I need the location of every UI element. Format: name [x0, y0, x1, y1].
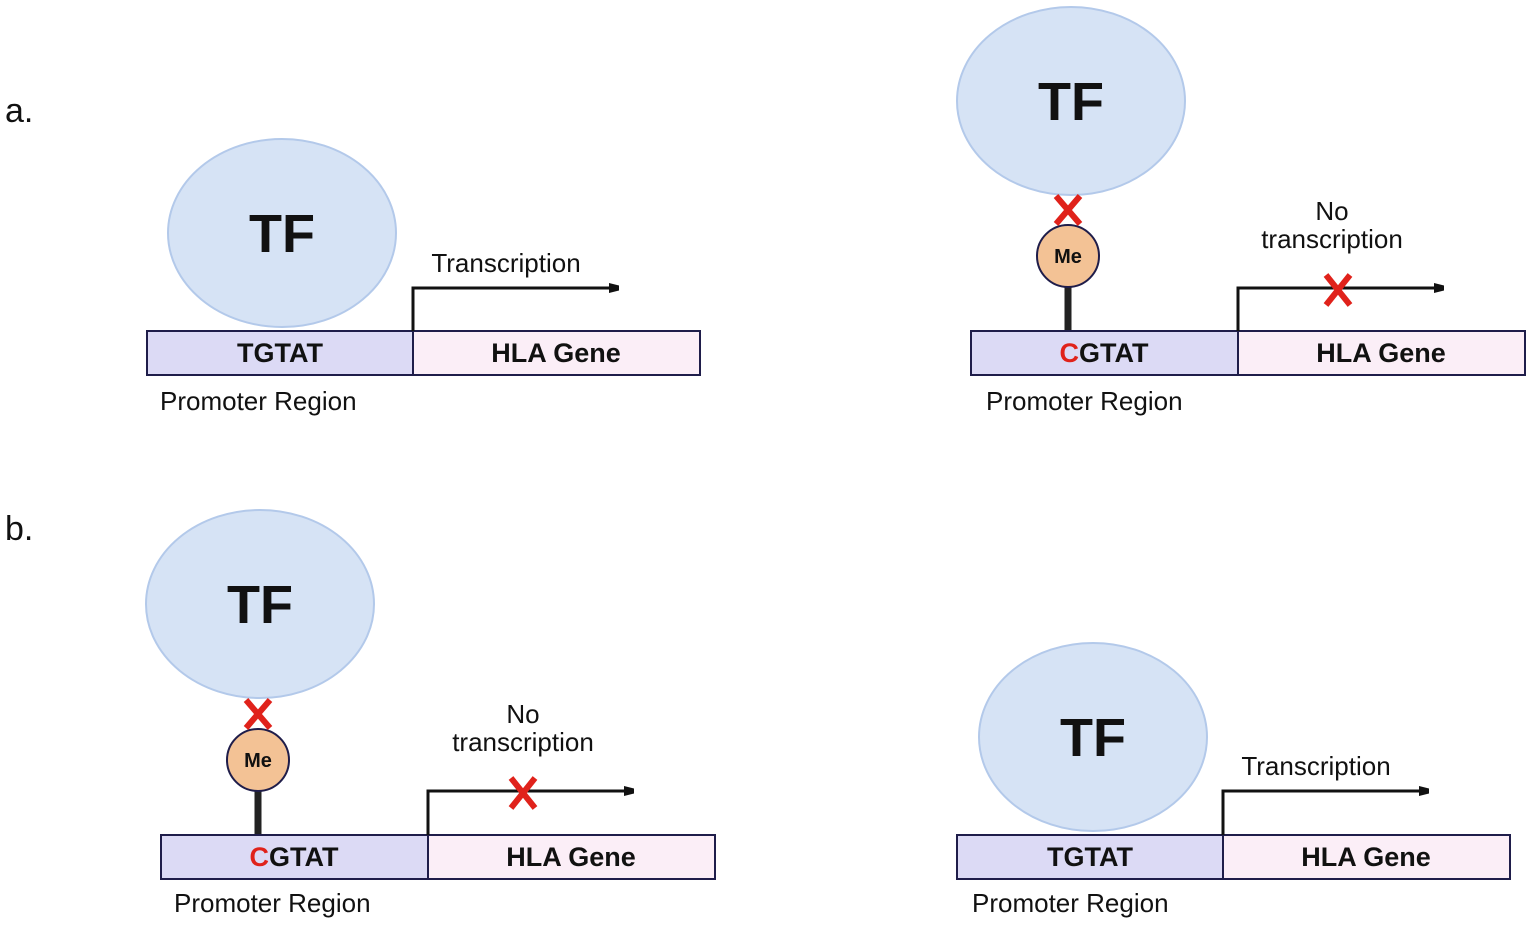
promoter-sequence: TGTAT — [237, 338, 323, 368]
tf-label: TF — [1060, 708, 1126, 768]
methyl-group — [1036, 224, 1100, 288]
transcription-label-line1: No — [506, 699, 539, 729]
transcription-label-line2: transcription — [452, 727, 594, 757]
methyl-label: Me — [1054, 246, 1082, 268]
promoter-caption: Promoter Region — [160, 386, 357, 416]
gene-label: HLA Gene — [1301, 842, 1431, 872]
methyl-group — [226, 728, 290, 792]
gene-box — [1237, 330, 1526, 376]
tf-label: TF — [227, 575, 293, 635]
gene-label: HLA Gene — [1316, 338, 1446, 368]
gene-box — [1222, 834, 1511, 880]
transcription-factor — [978, 642, 1208, 832]
tf-label: TF — [249, 204, 315, 264]
transcription-factor — [956, 6, 1186, 196]
gene-box — [412, 330, 701, 376]
panel-b-right-diagram: TF TGTAT HLA Gene Promoter Region Transc… — [956, 642, 1511, 918]
panel-a-left-diagram: TF TGTAT HLA Gene Promoter Region Transc… — [146, 138, 701, 416]
transcription-arrow — [1221, 791, 1428, 835]
promoter-box — [970, 330, 1239, 376]
promoter-sequence: CGTAT — [1060, 338, 1149, 368]
gene-label: HLA Gene — [506, 842, 636, 872]
promoter-caption: Promoter Region — [174, 888, 371, 918]
promoter-box — [146, 330, 414, 376]
binding-blocked-x-icon — [1053, 194, 1083, 226]
transcription-blocked-x-icon — [508, 776, 538, 810]
transcription-label-line1: No — [1315, 196, 1348, 226]
transcription-label: Transcription — [1241, 751, 1390, 781]
panel-b-label: b. — [5, 510, 33, 548]
tf-label: TF — [1038, 72, 1104, 132]
transcription-factor — [167, 138, 397, 328]
panel-a-label: a. — [5, 92, 33, 130]
panel-a-right-diagram: TF Me CGTAT HLA Gene Promoter Region No … — [956, 6, 1526, 416]
promoter-box — [956, 834, 1224, 880]
gene-label: HLA Gene — [491, 338, 621, 368]
transcription-arrow — [1236, 288, 1443, 331]
promoter-sequence: TGTAT — [1047, 842, 1133, 872]
transcription-blocked-x-icon — [1323, 273, 1353, 307]
transcription-label: Transcription — [431, 248, 580, 278]
panel-b-left-diagram: TF Me CGTAT HLA Gene Promoter Region No … — [145, 509, 716, 918]
promoter-sequence: CGTAT — [250, 842, 339, 872]
promoter-caption: Promoter Region — [986, 386, 1183, 416]
binding-blocked-x-icon — [243, 698, 273, 730]
gene-box — [427, 834, 716, 880]
transcription-factor — [145, 509, 375, 699]
methyl-label: Me — [244, 750, 272, 772]
transcription-arrow — [411, 288, 618, 331]
transcription-arrow — [426, 791, 633, 835]
transcription-label-line2: transcription — [1261, 224, 1403, 254]
promoter-caption: Promoter Region — [972, 888, 1169, 918]
